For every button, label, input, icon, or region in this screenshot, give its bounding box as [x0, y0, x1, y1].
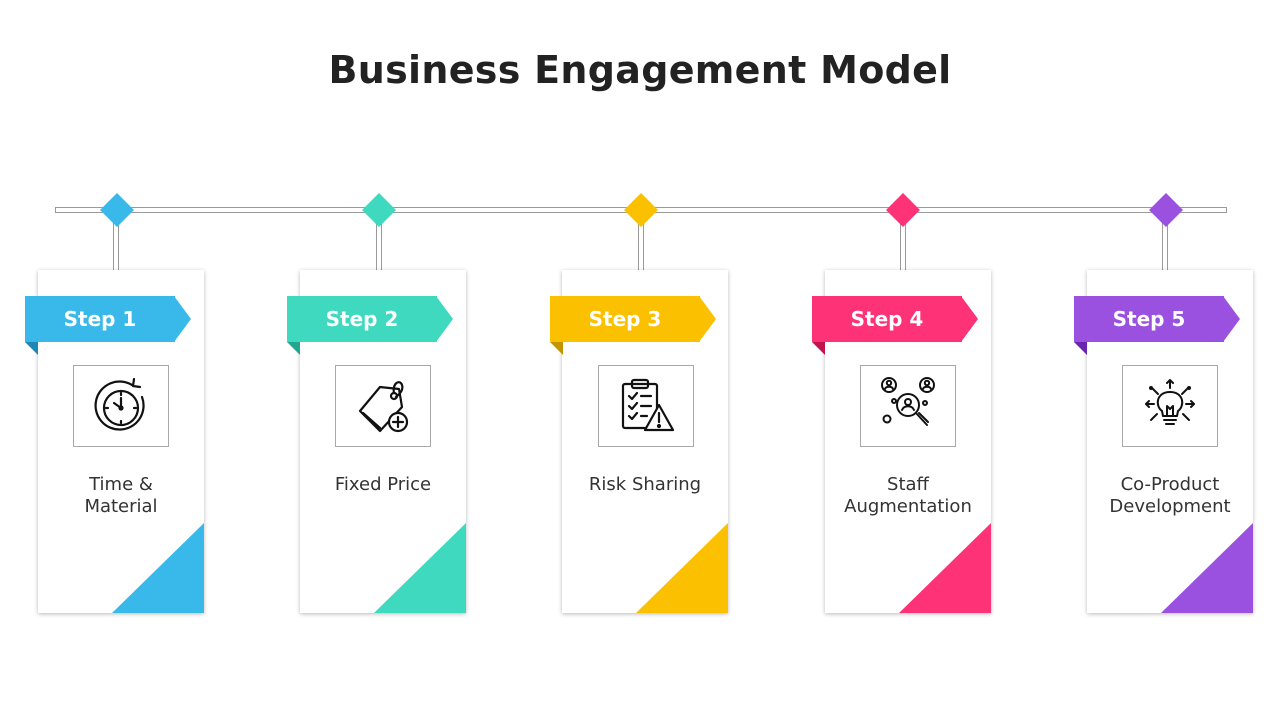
step-ribbon: Step 5 [1074, 296, 1240, 355]
step-ribbon: Step 3 [550, 296, 716, 355]
page-title: Business Engagement Model [328, 48, 952, 92]
ribbon-fold [25, 342, 38, 355]
step-label: Step 3 [588, 307, 662, 331]
ribbon-fold [550, 342, 563, 355]
price-tag-icon [335, 365, 431, 447]
clock-icon [73, 365, 169, 447]
clipboard-warning-icon [598, 365, 694, 447]
timeline-marker [362, 193, 396, 227]
people-search-icon [860, 365, 956, 447]
step-label: Step 4 [850, 307, 924, 331]
step-label: Step 5 [1112, 307, 1186, 331]
corner-accent [112, 523, 204, 613]
corner-accent [1161, 523, 1253, 613]
ribbon-fold [287, 342, 300, 355]
ribbon-tip [1223, 296, 1240, 342]
step-ribbon: Step 4 [812, 296, 978, 355]
ribbon-fold [1074, 342, 1087, 355]
lightbulb-icon [1122, 365, 1218, 447]
timeline-marker [1149, 193, 1183, 227]
ribbon-fold [812, 342, 825, 355]
ribbon-tip [436, 296, 453, 342]
ribbon-body [25, 296, 175, 342]
timeline-marker [100, 193, 134, 227]
ribbon-tip [699, 296, 716, 342]
timeline-marker [886, 193, 920, 227]
step-caption: Risk Sharing [588, 474, 702, 495]
ribbon-body [287, 296, 437, 342]
step-caption: Staff Augmentation [844, 474, 972, 517]
step-ribbon: Step 1 [25, 296, 191, 355]
ribbon-body [550, 296, 700, 342]
step-caption: Co-Product Development [1109, 474, 1231, 517]
timeline-marker [624, 193, 658, 227]
corner-accent [636, 523, 728, 613]
step-caption: Fixed Price [334, 474, 432, 495]
ribbon-tip [961, 296, 978, 342]
step-label: Step 2 [325, 307, 399, 331]
step-caption: Time & Material [84, 474, 158, 517]
ribbon-tip [174, 296, 191, 342]
ribbon-body [812, 296, 962, 342]
step-ribbon: Step 2 [287, 296, 453, 355]
corner-accent [374, 523, 466, 613]
corner-accent [899, 523, 991, 613]
step-label: Step 1 [63, 307, 137, 331]
ribbon-body [1074, 296, 1224, 342]
